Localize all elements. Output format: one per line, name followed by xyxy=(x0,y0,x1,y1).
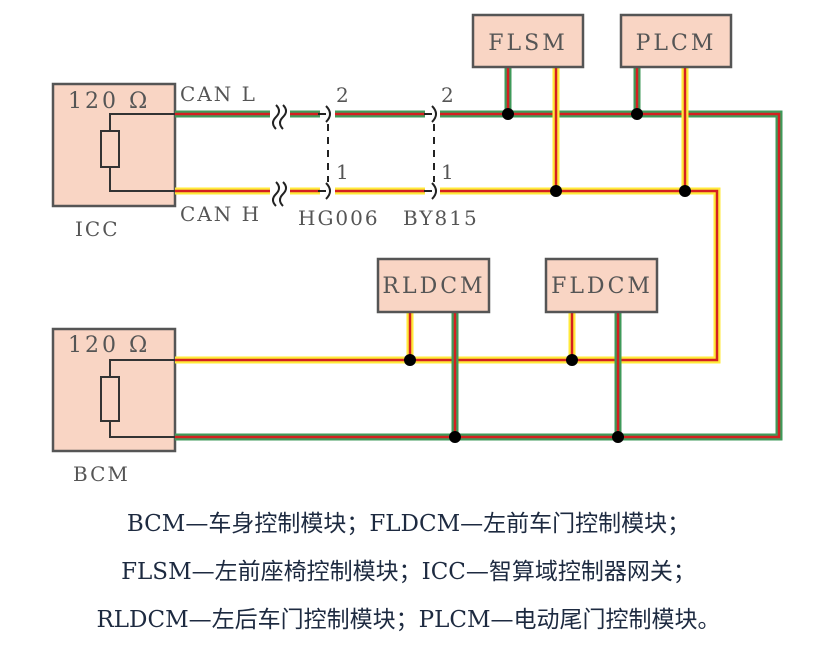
icc-resistor-icon xyxy=(100,113,175,192)
legend-line: FLSM—左前座椅控制模块；ICC—智算域控制器网关； xyxy=(121,559,696,585)
can-h-wire xyxy=(175,66,721,364)
bcm-resistor-icon xyxy=(100,359,175,438)
hg006-label: HG006 xyxy=(298,206,380,230)
can-h-label: CAN H xyxy=(180,202,261,226)
bcm-module[interactable]: 120 Ω xyxy=(51,327,177,453)
junction-dot xyxy=(566,354,578,366)
rldcm-label: RLDCM xyxy=(382,274,485,299)
plcm-module[interactable]: PLCM xyxy=(619,13,733,69)
legend-line: BCM—车身控制模块；FLDCM—左前车门控制模块； xyxy=(126,511,691,537)
hg006-pin-can-h: 1 xyxy=(336,160,349,184)
icc-resistor-label: 120 Ω xyxy=(68,89,150,114)
legend-line: RLDCM—左后车门控制模块；PLCM—电动尾门控制模块。 xyxy=(96,607,721,633)
flsm-label: FLSM xyxy=(488,31,567,56)
junctions xyxy=(404,108,691,443)
icc-module[interactable]: 120 Ω xyxy=(51,82,177,208)
rldcm-module[interactable]: RLDCM xyxy=(376,257,491,314)
fldcm-module[interactable]: FLDCM xyxy=(544,257,659,314)
can-l-label: CAN L xyxy=(180,82,257,106)
junction-dot xyxy=(550,185,562,197)
connector-by815[interactable]: 2 1 BY815 xyxy=(403,83,479,230)
junction-dot xyxy=(404,354,416,366)
wire-break-icon xyxy=(272,104,287,207)
by815-pin-can-h: 1 xyxy=(441,160,454,184)
can-bus-diagram: 120 Ω ICC CAN L CAN H 120 Ω BCM xyxy=(51,13,783,486)
junction-dot xyxy=(679,185,691,197)
by815-pin-can-l: 2 xyxy=(441,83,454,107)
can-l-wire xyxy=(175,66,783,441)
junction-dot xyxy=(612,431,624,443)
bcm-label: BCM xyxy=(73,462,130,486)
bcm-resistor-label: 120 Ω xyxy=(68,333,150,358)
plcm-label: PLCM xyxy=(636,31,717,56)
flsm-module[interactable]: FLSM xyxy=(471,13,585,69)
connector-hg006[interactable]: 2 1 HG006 xyxy=(298,83,380,230)
hg006-pin-can-l: 2 xyxy=(336,83,349,107)
by815-label: BY815 xyxy=(403,206,479,230)
can-l-crossings xyxy=(451,352,622,368)
icc-label: ICC xyxy=(75,217,120,241)
junction-dot xyxy=(631,108,643,120)
junction-dot xyxy=(449,431,461,443)
fldcm-label: FLDCM xyxy=(551,274,653,299)
junction-dot xyxy=(502,108,514,120)
legend: BCM—车身控制模块；FLDCM—左前车门控制模块； FLSM—左前座椅控制模块… xyxy=(0,500,817,644)
